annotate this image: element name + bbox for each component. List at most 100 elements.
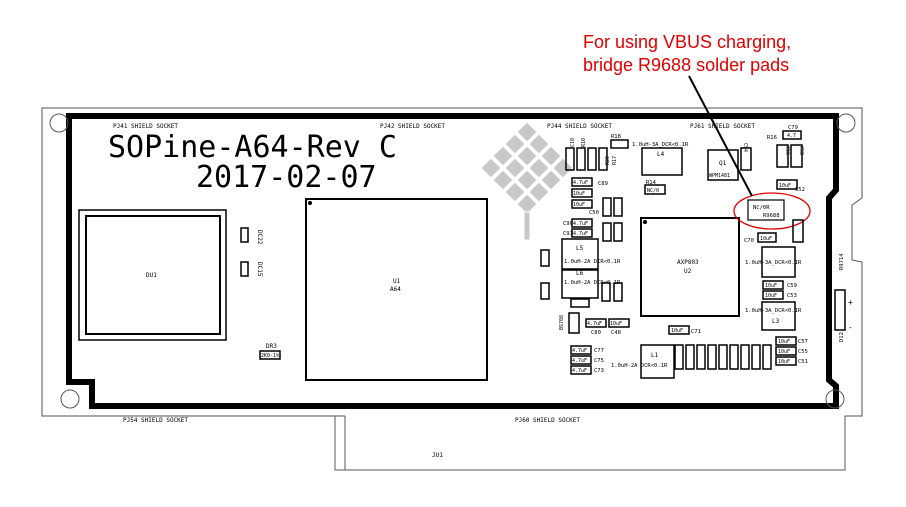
c48-label: C48 (611, 330, 621, 336)
du1-body (85, 215, 221, 335)
socket-label-pj54: PJ54 SHIELD SOCKET (123, 417, 188, 424)
mounting-hole-tl (49, 113, 69, 133)
r9688-highlight-circle (733, 192, 811, 230)
dr3-value: 2K0-1% (261, 353, 279, 359)
dr3-label: DR3 (266, 343, 277, 350)
l6-label: L6 (576, 270, 584, 277)
c58-label: C58 (798, 146, 804, 155)
c1-pad (792, 219, 804, 243)
plus-sign: + (848, 298, 853, 307)
l6-inductor (561, 269, 599, 299)
c59-label: C59 (787, 283, 797, 289)
c53-value: 10uF (765, 293, 777, 299)
connector-label: JU1 (432, 452, 443, 459)
q1-part: WPM1481 (709, 173, 730, 179)
socket-label-pj61: PJ61 SHIELD SOCKET (690, 123, 755, 130)
c54-label: C54 (742, 143, 748, 152)
c51-pad (775, 356, 797, 366)
du1-label: DU1 (146, 272, 157, 279)
r16-label: R16 (767, 135, 777, 141)
c55-label: C55 (798, 349, 808, 355)
c48-value: 10uF (610, 321, 622, 327)
q-small-pad (568, 312, 580, 334)
c57-value: 10uF (778, 339, 790, 345)
l4-spec: 1.0uH-3A_DCR<0.1R (632, 142, 689, 148)
c91-pad (571, 228, 593, 238)
c90-value: 4.7uF (573, 221, 588, 227)
r9688-value: NC/0R (753, 205, 770, 211)
d12-label: D12 (839, 332, 845, 342)
l5-inductor (561, 238, 599, 270)
u2-name: AXP803 (677, 259, 699, 266)
minus-sign: - (848, 323, 853, 332)
u2-axp803-chip (640, 217, 740, 317)
c98-pad (571, 188, 593, 198)
c59-pad (762, 280, 784, 290)
q1-label: Q1 (719, 160, 727, 167)
c89-value: 4.7uF (573, 180, 588, 186)
c57-pad (775, 336, 797, 346)
dc22-pad (240, 227, 249, 243)
c70-label: C70 (744, 238, 754, 244)
u2-pin1-dot (643, 220, 647, 224)
c56-label: C56 (784, 146, 790, 155)
c50-pad (571, 199, 593, 209)
c80-pad (585, 318, 607, 328)
c80-value: 4.7uF (587, 321, 602, 327)
cap-column-row (674, 344, 772, 370)
c50-value: 10uF (573, 202, 585, 208)
mounting-hole-br (825, 389, 845, 409)
nc0-value: NC/0 (647, 188, 659, 194)
vertical-cap-cluster (565, 147, 623, 302)
c53-label: C53 (787, 293, 797, 299)
pine64-logo (480, 121, 574, 241)
socket-label-pj41: PJ41 SHIELD SOCKET (113, 123, 178, 130)
c75-value: 4.7uF (572, 358, 587, 364)
c98-value: 10uF (573, 191, 585, 197)
nc0-pad (644, 184, 666, 195)
c73-label: C73 (594, 368, 604, 374)
r18-pad (610, 139, 629, 149)
c71-pad (668, 325, 690, 335)
r9714-label: R9714 (839, 253, 845, 270)
l3-spec: 1.0uH-3A_DCR<0.1R (745, 308, 802, 314)
c79-value: 4.7 (787, 133, 796, 139)
c77-pad (570, 345, 592, 355)
c52-label: C52 (795, 187, 805, 193)
bs708-label: BS708 (559, 315, 565, 330)
l1-spec: 1.0uH-2A DCR<0.1R (611, 363, 668, 369)
r20-label: R20 (605, 156, 611, 165)
c77-value: 4.7uF (572, 348, 587, 354)
l6-spec: 1.0uH-2A DCR<0.1R (564, 280, 621, 286)
r18-label: R18 (611, 134, 621, 140)
dr3-pad (259, 350, 281, 360)
c89-label: C89 (598, 181, 608, 187)
c90-label: C90 (563, 221, 573, 227)
u2-ref: U2 (684, 268, 692, 275)
c48-pad (608, 318, 630, 328)
u1-pin1-dot (308, 201, 312, 205)
l1-label: L1 (651, 352, 659, 359)
c75-label: C75 (594, 358, 604, 364)
c59-value: 10uF (765, 283, 777, 289)
c79-label: C79 (788, 125, 798, 131)
l4-inductor (641, 147, 683, 176)
u1-name: A64 (390, 286, 401, 293)
annotation-line-1: For using VBUS charging, (583, 32, 791, 52)
l4-label: L4 (657, 151, 665, 158)
socket-label-pj60: PJ60 SHIELD SOCKET (515, 417, 580, 424)
c51-label: C51 (798, 359, 808, 365)
c79-pad (782, 130, 802, 140)
c55-value: 10uF (778, 349, 790, 355)
l5-spec: 1.0uH-2A DCR<0.1R (564, 259, 621, 265)
board-date: 2017-02-07 (196, 160, 377, 195)
l1-inductor (640, 344, 675, 379)
mounting-hole-bl (60, 389, 80, 409)
q1-transistor (707, 149, 739, 181)
dc15-pad (240, 261, 249, 277)
annotation-pointer-line (688, 75, 753, 197)
r9688-pad (747, 199, 785, 221)
c50-label: C50 (589, 210, 599, 216)
c69-pad (540, 282, 550, 300)
c52-pad (776, 179, 798, 190)
